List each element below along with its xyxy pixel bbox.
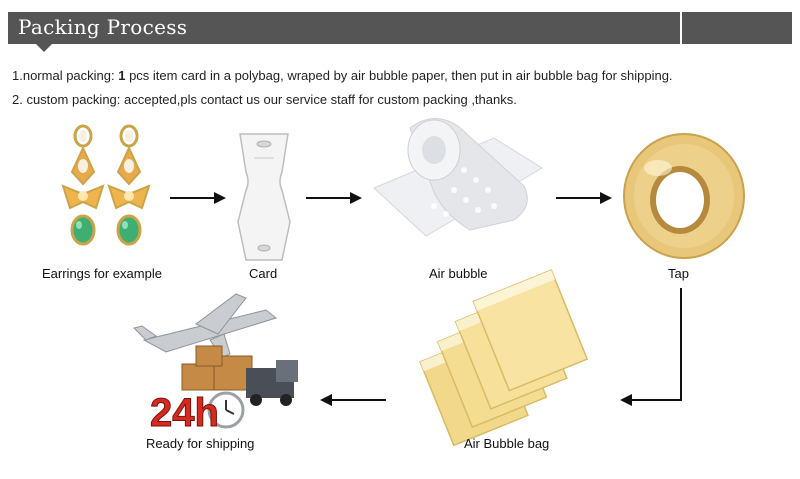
note-custom-packing: 2. custom packing: accepted,pls contact … bbox=[12, 92, 517, 107]
label-card: Card bbox=[249, 266, 278, 281]
bubble-wrap-icon bbox=[373, 118, 543, 237]
arrow-icon bbox=[620, 288, 682, 406]
note-normal-packing: 1.normal packing: 1 pcs item card in a p… bbox=[12, 68, 673, 83]
shipping-icon: 24h bbox=[133, 293, 298, 436]
arrow-icon bbox=[320, 394, 386, 406]
label-air-bubble-bag: Air Bubble bag bbox=[464, 436, 550, 451]
label-earrings: Earrings for example bbox=[42, 266, 162, 281]
header-notch bbox=[36, 44, 52, 52]
tape-icon bbox=[623, 133, 745, 259]
label-air-bubble: Air bubble bbox=[429, 266, 488, 281]
arrow-icon bbox=[556, 192, 612, 204]
earrings-icon bbox=[61, 124, 151, 246]
arrow-icon bbox=[170, 192, 226, 204]
label-ready-for-shipping: Ready for shipping bbox=[146, 436, 255, 451]
label-tap: Tap bbox=[668, 266, 689, 281]
arrow-icon bbox=[306, 192, 362, 204]
card-icon bbox=[237, 133, 291, 261]
page-title: Packing Process bbox=[18, 15, 188, 39]
header-bar: Packing Process bbox=[8, 12, 792, 44]
bubble-bag-icon bbox=[419, 269, 589, 447]
badge-24h: 24h bbox=[150, 391, 219, 435]
header-divider bbox=[680, 12, 682, 44]
